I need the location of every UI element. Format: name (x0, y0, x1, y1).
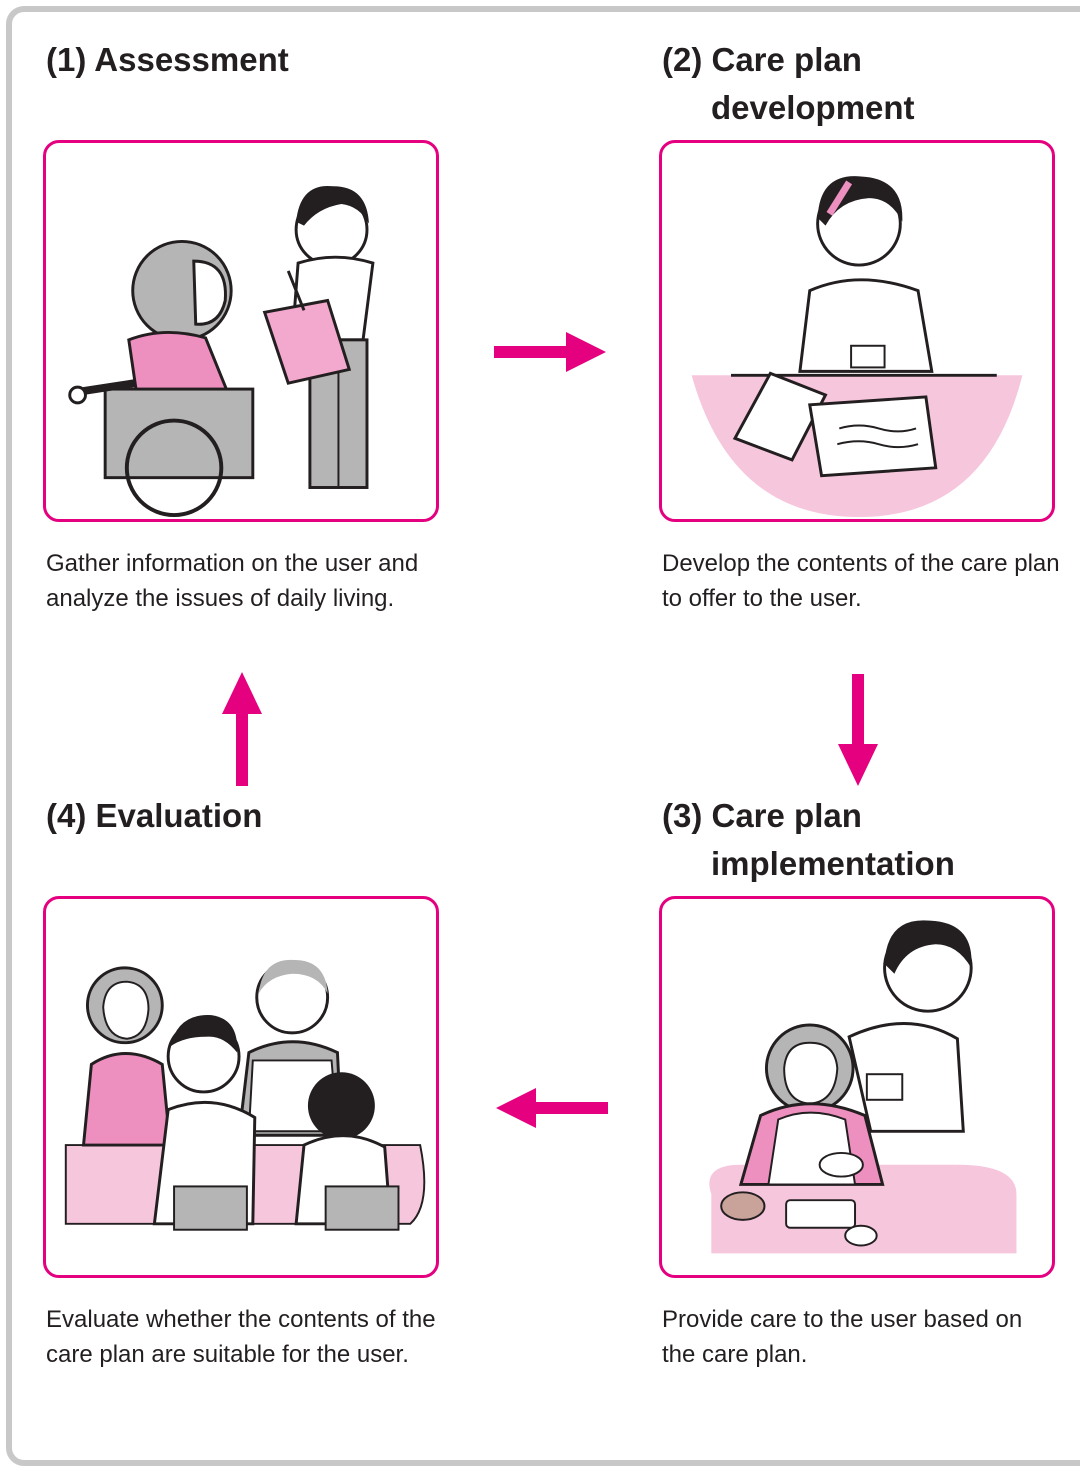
step-3-description: Provide care to the user based on the ca… (662, 1306, 1023, 1368)
step-2-title-line2: development (711, 89, 915, 126)
step-2-title-line1: (2) Care plan (662, 41, 862, 78)
arrow-right-icon (494, 332, 606, 372)
step-1-illustration (43, 140, 439, 522)
step-1-title: (1) Assessment (46, 36, 289, 84)
step-3-title-line2: implementation (711, 845, 955, 882)
arrow-left-icon (496, 1088, 608, 1128)
step-2-illustration (659, 140, 1055, 522)
step-4-description: Evaluate whether the contents of the car… (46, 1306, 436, 1368)
step-2-title: (2) Care plan development (662, 36, 915, 132)
step-4-illustration (43, 896, 439, 1278)
step-3-title-line1: (3) Care plan (662, 797, 862, 834)
evaluation-illustration (64, 959, 426, 1231)
step-4-title: (4) Evaluation (46, 792, 262, 840)
step-3-illustration (659, 896, 1055, 1278)
arrow-up-icon (222, 672, 262, 786)
step-3-title: (3) Care plan implementation (662, 792, 955, 888)
step-1-title-text: (1) Assessment (46, 41, 289, 78)
arrow-down-icon (838, 674, 878, 786)
assessment-illustration (68, 185, 375, 518)
care-plan-development-illustration (691, 176, 1023, 518)
step-2-description: Develop the contents of the care plan to… (662, 550, 1060, 612)
step-1-description: Gather information on the user and analy… (46, 550, 419, 612)
step-4-title-text: (4) Evaluation (46, 797, 263, 834)
care-plan-implementation-illustration (709, 920, 1017, 1254)
